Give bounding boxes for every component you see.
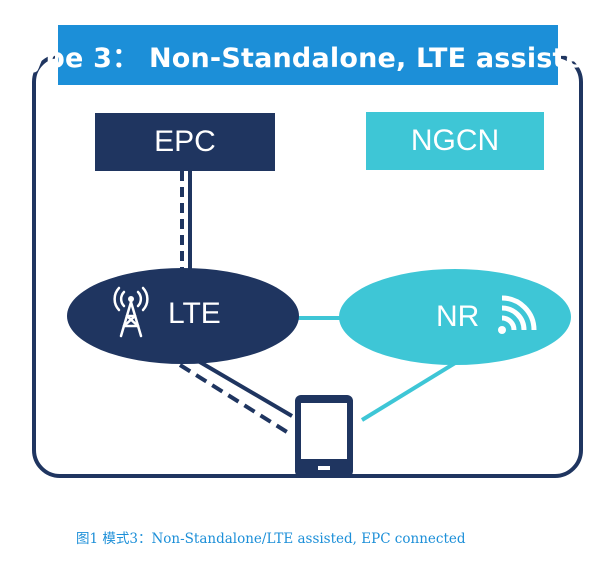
epc-node: EPC	[95, 113, 275, 171]
epc-label: EPC	[154, 125, 216, 158]
nr-label: NR	[436, 300, 480, 333]
lte-phone-dashed-link	[178, 363, 289, 434]
lte-phone-solid-link	[191, 356, 294, 418]
diagram-title: Type 3： Non-Standalone, LTE assisted	[12, 42, 604, 74]
title-banner: Type 3： Non-Standalone, LTE assisted	[12, 22, 604, 88]
lte-label: LTE	[168, 297, 221, 330]
nr-node	[339, 269, 571, 365]
smartphone-icon	[295, 395, 353, 477]
wifi-signal-icon	[498, 295, 537, 334]
ngcn-node: NGCN	[366, 112, 544, 170]
nr-phone-link	[360, 358, 462, 422]
ngcn-label: NGCN	[410, 124, 500, 157]
figure-caption: 图1 模式3：Non-Standalone/LTE assisted, EPC …	[76, 531, 466, 547]
cell-tower-icon	[113, 286, 149, 338]
